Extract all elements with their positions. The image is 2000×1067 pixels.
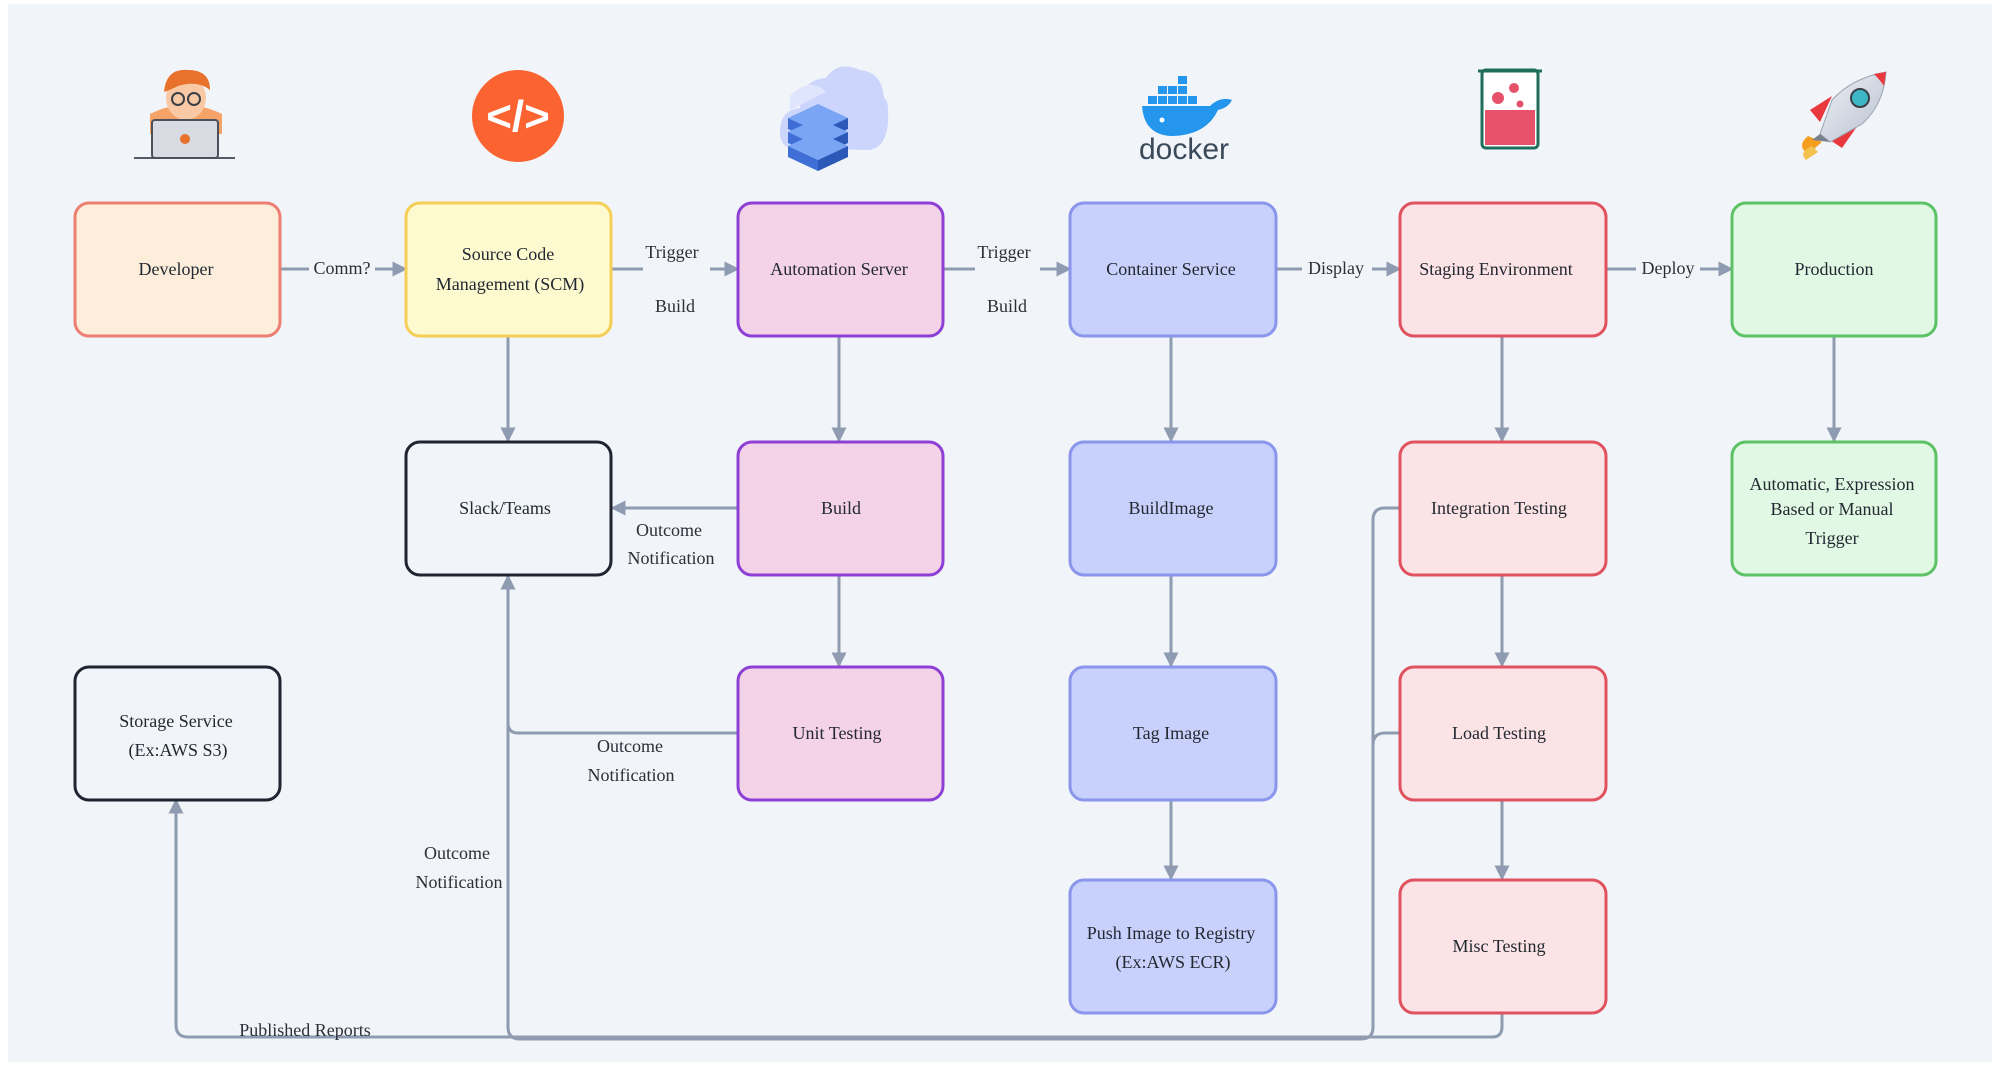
node-developer[interactable]: Developer (73, 201, 282, 338)
node-storage-service[interactable]: Storage Service (Ex:AWS S3) (73, 665, 282, 802)
node-container-service[interactable]: Container Service (1068, 201, 1278, 338)
label-notification-3: Notification (416, 872, 503, 892)
edge-load-testing-join (1371, 731, 1400, 746)
node-build-image-label: BuildImage (1129, 498, 1214, 518)
icons: </> (134, 66, 1887, 171)
label-display: Display (1308, 258, 1364, 278)
label-trigger-1: Trigger (645, 242, 698, 262)
node-production-label: Production (1795, 259, 1874, 279)
label-published-reports: Published Reports (239, 1020, 371, 1040)
node-build[interactable]: Build (736, 440, 945, 577)
node-push-image-label-1: Push Image to Registry (1087, 923, 1256, 943)
node-misc-testing[interactable]: Misc Testing (1398, 878, 1608, 1015)
node-staging-environment[interactable]: Staging Environment (1398, 201, 1608, 338)
node-container-service-label: Container Service (1106, 259, 1235, 279)
node-integration-testing[interactable]: Integration Testing (1398, 440, 1608, 577)
node-integration-testing-label: Integration Testing (1431, 498, 1567, 518)
rocket-icon (1802, 71, 1887, 160)
developer-laptop-icon (134, 69, 235, 159)
edges (168, 261, 1842, 1041)
label-build-2: Build (987, 296, 1027, 316)
node-trigger-mode-label-2: Based or Manual (1771, 499, 1894, 519)
node-developer-label: Developer (139, 259, 214, 279)
node-scm[interactable]: Source Code Management (SCM) (404, 201, 613, 338)
node-slack-teams[interactable]: Slack/Teams (404, 440, 613, 577)
node-trigger-mode[interactable]: Automatic, Expression Based or Manual Tr… (1730, 440, 1938, 577)
edge-misc-storage (168, 798, 1504, 1039)
label-notification-1: Notification (628, 548, 715, 568)
svg-text:</>: </> (486, 92, 550, 141)
node-storage-service-label-2: (Ex:AWS S3) (128, 740, 227, 761)
node-storage-service-label-1: Storage Service (119, 711, 232, 731)
node-tag-image[interactable]: Tag Image (1068, 665, 1278, 802)
label-outcome-3: Outcome (424, 843, 490, 863)
node-trigger-mode-label-1: Automatic, Expression (1750, 474, 1915, 494)
label-notification-2: Notification (588, 765, 675, 785)
docker-whale-icon: docker (1139, 76, 1232, 166)
label-deploy: Deploy (1642, 258, 1695, 278)
label-outcome-2: Outcome (597, 736, 663, 756)
node-scm-label-2: Management (SCM) (436, 274, 584, 295)
node-build-image[interactable]: BuildImage (1068, 440, 1278, 577)
node-push-image-label-2: (Ex:AWS ECR) (1115, 952, 1230, 973)
nodes: Developer Source Code Management (SCM) A… (73, 201, 1938, 1015)
node-tag-image-label: Tag Image (1133, 723, 1209, 743)
node-production[interactable]: Production (1730, 201, 1938, 338)
node-automation-server[interactable]: Automation Server (736, 201, 945, 338)
node-load-testing[interactable]: Load Testing (1398, 665, 1608, 802)
node-staging-environment-label: Staging Environment (1419, 259, 1572, 279)
beaker-icon (1478, 68, 1542, 150)
node-trigger-mode-label-3: Trigger (1805, 528, 1858, 548)
code-brackets-icon: </> (472, 70, 564, 162)
node-build-label: Build (821, 498, 861, 518)
label-outcome-1: Outcome (636, 520, 702, 540)
node-push-image[interactable]: Push Image to Registry (Ex:AWS ECR) (1068, 878, 1278, 1015)
label-trigger-2: Trigger (977, 242, 1030, 262)
canvas-background (8, 4, 1992, 1062)
node-automation-server-label: Automation Server (770, 259, 907, 279)
node-misc-testing-label: Misc Testing (1453, 936, 1546, 956)
label-commit: Comm? (314, 258, 371, 278)
edge-labels: Comm? Trigger Build Trigger Build Displa… (239, 242, 1694, 1040)
svg-text:docker: docker (1139, 133, 1229, 166)
node-unit-testing[interactable]: Unit Testing (736, 665, 945, 802)
node-slack-teams-label: Slack/Teams (459, 498, 551, 518)
label-build-1: Build (655, 296, 695, 316)
node-scm-label-1: Source Code (462, 244, 554, 264)
node-load-testing-label: Load Testing (1452, 723, 1546, 743)
node-unit-testing-label: Unit Testing (793, 723, 882, 743)
cloud-server-icon (780, 66, 889, 171)
